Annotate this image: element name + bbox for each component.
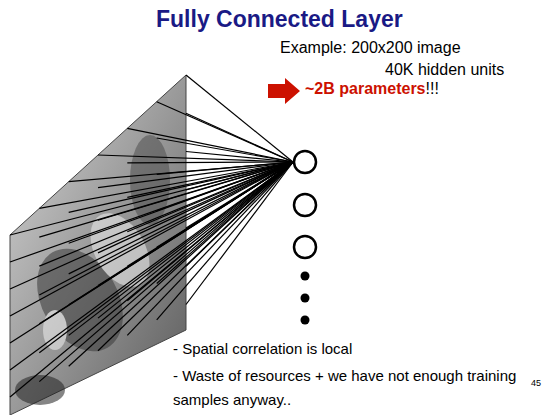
connection-line bbox=[186, 162, 293, 228]
parameter-count: ~2B parameters!!! bbox=[305, 80, 439, 98]
connection-line bbox=[10, 162, 293, 370]
connection-line bbox=[98, 162, 293, 253]
connection-line bbox=[157, 162, 293, 284]
connection-line bbox=[69, 162, 293, 274]
connection-line bbox=[127, 162, 293, 232]
connection-line bbox=[98, 162, 293, 318]
slide-text: Example: 200x200 image bbox=[280, 38, 461, 57]
connection-line bbox=[186, 113, 293, 162]
connection-line bbox=[39, 162, 293, 266]
connection-line bbox=[127, 161, 293, 163]
connection-line bbox=[39, 162, 293, 353]
connection-line bbox=[69, 162, 293, 335]
exclamation: !!! bbox=[426, 80, 439, 97]
connection-line bbox=[127, 128, 293, 162]
connection-line bbox=[127, 162, 293, 301]
connection-line bbox=[186, 162, 293, 305]
slide-text: - Spatial correlation is local bbox=[173, 340, 352, 358]
hidden-unit bbox=[294, 151, 316, 173]
connection-line bbox=[157, 102, 293, 162]
connection-line bbox=[10, 162, 293, 316]
ellipsis-dots bbox=[301, 272, 310, 325]
connection-line bbox=[157, 162, 293, 320]
connection-line bbox=[10, 162, 293, 343]
slide-text: 45 bbox=[531, 378, 541, 389]
connection-line bbox=[157, 162, 293, 174]
connection-line bbox=[69, 162, 293, 243]
connection-line bbox=[157, 162, 293, 247]
connection-line bbox=[157, 138, 293, 162]
connection-line bbox=[69, 162, 293, 212]
connection-line bbox=[127, 162, 293, 335]
hidden-units bbox=[294, 151, 316, 258]
connection-line bbox=[98, 162, 293, 351]
slide-text: - Waste of resources + we have not enoug… bbox=[173, 364, 518, 412]
connection-line bbox=[39, 162, 293, 324]
connection-line bbox=[186, 162, 293, 266]
highlight-text: ~2B parameters bbox=[305, 80, 426, 97]
connection-line bbox=[186, 162, 293, 190]
connection-line bbox=[186, 152, 293, 163]
connection-line bbox=[69, 162, 293, 305]
slide-text: 40K hidden units bbox=[385, 60, 504, 79]
hidden-unit bbox=[294, 236, 316, 258]
connection-line bbox=[127, 162, 293, 266]
connection-line bbox=[69, 162, 293, 366]
hidden-unit bbox=[294, 194, 316, 216]
connection-line bbox=[39, 162, 293, 295]
connection-line bbox=[98, 162, 293, 286]
red-arrow bbox=[268, 78, 300, 104]
connection-line bbox=[10, 162, 293, 397]
connection-line bbox=[10, 162, 293, 289]
slide-title: Fully Connected Layer bbox=[156, 6, 403, 33]
